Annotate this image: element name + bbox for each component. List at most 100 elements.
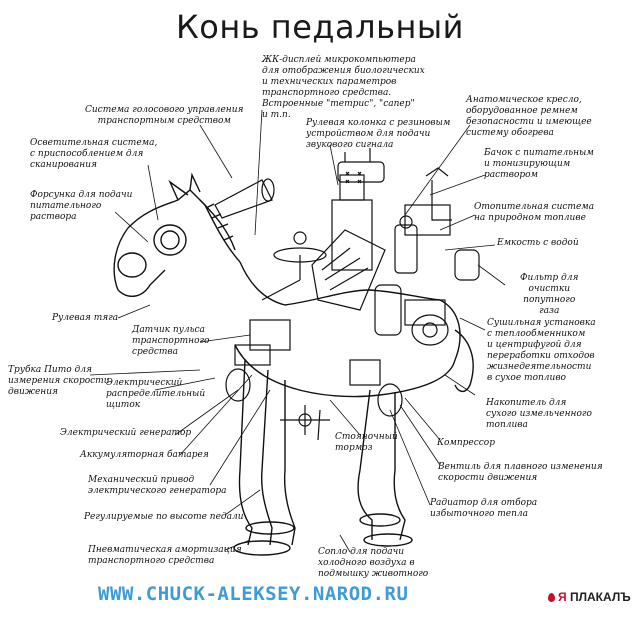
- label-line: и т.п.: [262, 110, 291, 120]
- label-line: устройством для подачи: [306, 129, 431, 139]
- label-compressor: Компрессор: [437, 438, 495, 449]
- label-line: Осветительная система,: [30, 138, 158, 148]
- drop-icon: [548, 593, 555, 602]
- label-line: сканирования: [30, 160, 97, 170]
- label-line: в сухое топливо: [487, 373, 566, 383]
- label-line: транспортного средства.: [262, 88, 392, 98]
- label-generator-drive: Механический привод электрического генер…: [88, 475, 227, 497]
- label-gas-filter: Фильтр для очистки попутного газа: [520, 273, 578, 317]
- label-line: Система голосового управления: [85, 105, 244, 115]
- label-line: топлива: [486, 420, 528, 430]
- label-line: распределительный: [106, 389, 206, 399]
- label-line: безопасности и имеющее: [466, 117, 592, 127]
- label-line: с теплообменником: [487, 329, 586, 339]
- footer-url: WWW.CHUCK-ALEKSEY.NAROD.RU: [98, 583, 409, 605]
- label-heating-system: Отопительная система на природном топлив…: [474, 202, 594, 224]
- label-parking-brake: Стояночный тормоз: [335, 432, 398, 454]
- logo-text: ПЛАКАЛЪ: [569, 590, 631, 604]
- label-line: электрического генератора: [88, 486, 227, 496]
- label-line: Сушильная установка: [487, 318, 596, 328]
- label-line: Механический привод: [88, 475, 195, 485]
- label-line: сухого измельченного: [486, 409, 592, 419]
- label-voice-control: Система голосового управления транспортн…: [85, 105, 243, 127]
- label-fuel-storage: Накопитель для сухого измельченного топл…: [486, 398, 592, 431]
- label-line: Фильтр для: [520, 273, 579, 283]
- label-line: раствором: [484, 170, 538, 180]
- diagram-title: Конь педальный: [176, 8, 464, 46]
- footer-logo: Я ПЛАКАЛЪ: [548, 590, 631, 604]
- label-line: средства: [132, 347, 179, 357]
- label-line: Электрический генератор: [60, 428, 192, 438]
- label-line: Пневматическая амортизация: [88, 545, 242, 555]
- label-line: Аккумуляторная батарея: [80, 450, 209, 460]
- label-pneumatic-suspension: Пневматическая амортизация транспортного…: [88, 545, 242, 567]
- label-adjustable-pedals: Регулируемые по высоте педали: [84, 512, 244, 523]
- label-water-tank: Емкость с водой: [497, 238, 579, 249]
- label-line: избыточного тепла: [430, 509, 529, 519]
- label-line: Рулевая тяга: [52, 313, 119, 323]
- label-line: Электрический: [106, 378, 183, 388]
- label-line: переработки отходов: [487, 351, 595, 361]
- label-line: Встроенные "тетрис", "сапер": [262, 99, 415, 109]
- label-line: Сопло для подачи: [318, 547, 405, 557]
- horse-body: [113, 172, 474, 556]
- label-line: Емкость с водой: [497, 238, 579, 248]
- label-line: ЖК-дисплей микрокомпьютера: [262, 55, 416, 65]
- label-line: и центрифугой для: [487, 340, 582, 350]
- label-line: жизнедеятельности: [487, 362, 592, 372]
- label-line: Накопитель для: [486, 398, 567, 408]
- label-line: питательного: [30, 201, 102, 211]
- label-line: Бачок с питательным: [484, 148, 594, 158]
- label-line: звукового сигнала: [306, 140, 394, 150]
- label-line: и тонизирующим: [484, 159, 571, 169]
- label-line: оборудованное ремнем: [466, 106, 578, 116]
- label-line: на природном топливе: [474, 213, 586, 223]
- equipment: [214, 148, 480, 441]
- label-line: Регулируемые по высоте педали: [84, 512, 244, 522]
- label-dryer: Сушильная установка с теплообменником и …: [487, 318, 596, 384]
- label-line: Отопительная система: [474, 202, 595, 212]
- label-steering-column: Рулевая колонка с резиновым устройством …: [306, 118, 450, 151]
- label-electric-generator: Электрический генератор: [60, 428, 191, 439]
- label-radiator: Радиатор для отбора избыточного тепла: [430, 498, 537, 520]
- label-cold-air-nozzle: Сопло для подачи холодного воздуха в под…: [318, 547, 428, 580]
- label-line: попутного: [523, 295, 576, 305]
- label-line: движения: [8, 387, 58, 397]
- label-light-system: Осветительная система, с приспособлением…: [30, 138, 157, 171]
- logo-ya: Я: [558, 590, 567, 604]
- label-line: очистки: [528, 284, 570, 294]
- label-line: холодного воздуха в: [318, 558, 415, 568]
- label-nozzle: Форсунка для подачи питательного раствор…: [30, 190, 132, 223]
- label-speed-valve: Вентиль для плавного изменения скорости …: [438, 462, 603, 484]
- label-distribution-panel: Электрический распределительный щиток: [106, 378, 205, 411]
- label-line: газа: [539, 306, 560, 316]
- label-line: Трубка Пито для: [8, 365, 92, 375]
- label-battery: Аккумуляторная батарея: [80, 450, 209, 461]
- label-line: Стояночный: [335, 432, 398, 442]
- label-line: измерения скорости: [8, 376, 110, 386]
- label-line: с приспособлением для: [30, 149, 144, 159]
- label-line: щиток: [106, 400, 141, 410]
- label-line: для отображения биологических: [262, 66, 425, 76]
- leader-lines: [89, 109, 506, 553]
- label-line: Датчик пульса: [132, 325, 205, 335]
- label-line: и технических параметров: [262, 77, 397, 87]
- label-line: Анатомическое кресло,: [466, 95, 582, 105]
- label-line: скорости движения: [438, 473, 538, 483]
- label-line: Компрессор: [437, 438, 495, 448]
- label-line: Радиатор для отбора: [430, 498, 538, 508]
- label-seat: Анатомическое кресло, оборудованное ремн…: [466, 95, 592, 139]
- label-line: транспортным средством: [97, 116, 231, 126]
- label-line: транспортного: [132, 336, 210, 346]
- label-line: раствора: [30, 212, 77, 222]
- label-line: тормоз: [335, 443, 373, 453]
- label-line: систему обогрева: [466, 128, 554, 138]
- label-line: подмышку животного: [318, 569, 429, 579]
- label-lcd-display: ЖК-дисплей микрокомпьютера для отображен…: [262, 55, 425, 121]
- label-line: транспортного средства: [88, 556, 215, 566]
- label-line: Рулевая колонка с резиновым: [306, 118, 451, 128]
- label-line: Форсунка для подачи: [30, 190, 133, 200]
- label-steering-rod: Рулевая тяга: [52, 313, 118, 324]
- label-line: Вентиль для плавного изменения: [438, 462, 603, 472]
